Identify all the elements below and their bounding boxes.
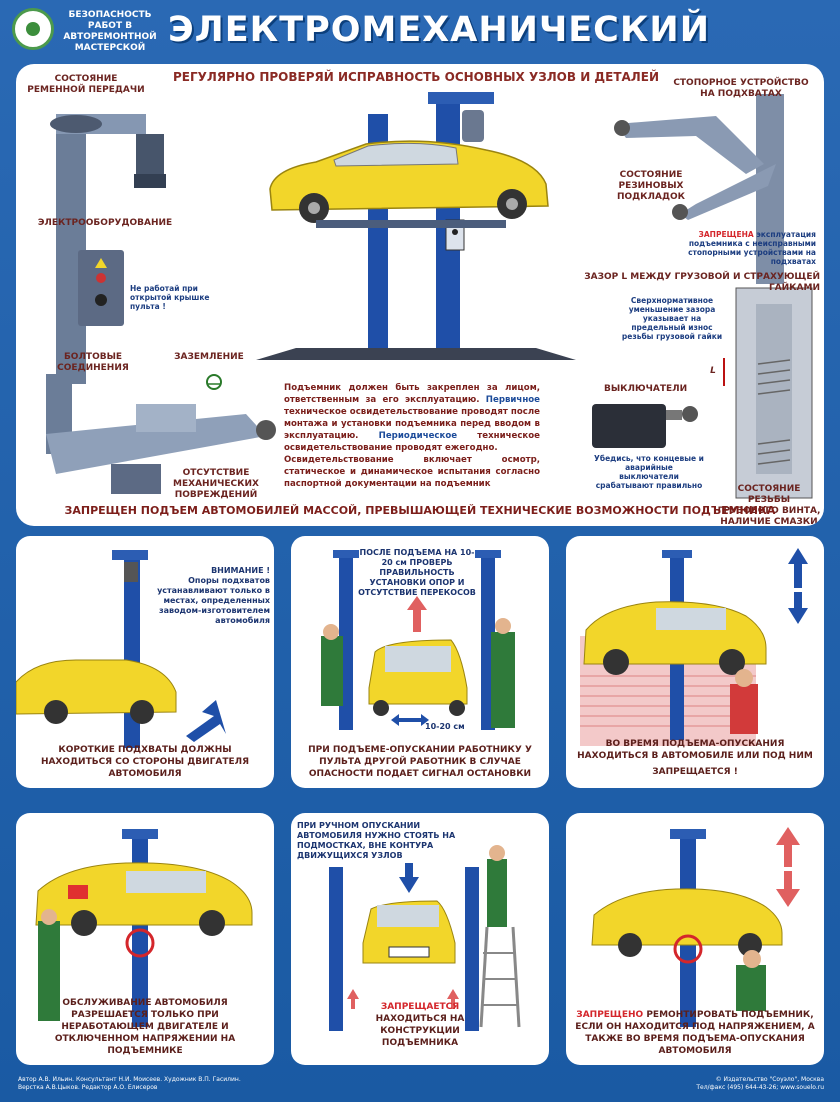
note-switches: Убедись, что концевые и аварийные выключ… [594, 454, 704, 490]
panel-6-illustration [591, 827, 800, 1027]
panel-3-illustration [580, 548, 808, 746]
panel-2-illustration [321, 550, 515, 730]
label-rubber: СОСТОЯНИЕ РЕЗИНОВЫХ ПОДКЛАДОК [616, 170, 686, 202]
panel-5-note: ПРИ РУЧНОМ ОПУСКАНИИ АВТОМОБИЛЯ НУЖНО СТ… [297, 821, 456, 860]
series-subtitle: БЕЗОПАСНОСТЬ РАБОТ В АВТОРЕМОНТНОЙ МАСТЕ… [63, 10, 157, 53]
label-stopper: СТОПОРНОЕ УСТРОЙСТВО НА ПОДХВАТАХ [673, 78, 809, 99]
panel-check-supports: ПОСЛЕ ПОДЪЕМА НА 10-20 см ПРОВЕРЬ ПРАВИЛ… [291, 536, 549, 788]
panel-2-caption: ПРИ ПОДЪЕМЕ-ОПУСКАНИИ РАБОТНИКУ У ПУЛЬТА… [308, 745, 532, 779]
gap-l-mark: L [710, 366, 716, 376]
responsibility-text: Подъемник должен быть закреплен за лицом… [284, 383, 540, 489]
label-belt: СОСТОЯНИЕ РЕМЕННОЙ ПЕРЕДАЧИ [27, 74, 145, 95]
inspection-panel: РЕГУЛЯРНО ПРОВЕРЯЙ ИСПРАВНОСТЬ ОСНОВНЫХ … [16, 64, 824, 526]
panel-service: ОБСЛУЖИВАНИЕ АВТОМОБИЛЯ РАЗРЕШАЕТСЯ ТОЛЬ… [16, 813, 274, 1065]
label-switches: ВЫКЛЮЧАТЕЛИ [604, 384, 688, 394]
credits: Автор А.В. Ильин. Консультант Н.И. Моисе… [18, 1076, 241, 1091]
panel-1-note: Опоры подхватов устанавливают только в м… [157, 576, 270, 625]
inspection-heading: РЕГУЛЯРНО ПРОВЕРЯЙ ИСПРАВНОСТЬ ОСНОВНЫХ … [173, 70, 659, 84]
panel-5-caption: ЗАПРЕЩАЕТСЯ НАХОДИТЬСЯ НА КОНСТРУКЦИИ ПО… [375, 1002, 465, 1048]
panel-4-illustration [35, 829, 253, 1027]
panel-2-note: ПОСЛЕ ПОДЪЕМА НА 10-20 см ПРОВЕРЬ ПРАВИЛ… [358, 548, 476, 597]
note-no-work: Не работай при открытой крышке пульта ! [130, 284, 210, 311]
label-gap: ЗАЗОР L МЕЖДУ ГРУЗОВОЙ И СТРАХУЮЩЕЙ ГАЙК… [584, 272, 820, 293]
note-stopper-forbidden: ЗАПРЕЩЕНА эксплуатация подъемника с неис… [688, 230, 816, 266]
label-ground: ЗАЗЕМЛЕНИЕ [174, 352, 244, 362]
panel-5-illustration [329, 845, 521, 1031]
publisher-info: © Издательство "Соуэло", Москва Тел/факс… [696, 1076, 824, 1091]
label-screw: СОСТОЯНИЕ РЕЗЬБЫ ГРУЗОВОГО ВИНТА, НАЛИЧИ… [717, 484, 821, 526]
label-electro: ЭЛЕКТРООБОРУДОВАНИЕ [37, 218, 173, 228]
publisher-logo [12, 8, 54, 50]
label-no-damage: ОТСУТСТВИЕ МЕХАНИЧЕСКИХ ПОВРЕЖДЕНИЙ [173, 468, 259, 500]
panel-no-stay: ВО ВРЕМЯ ПОДЪЕМА-ОПУСКАНИЯ НАХОДИТЬСЯ В … [566, 536, 824, 788]
mass-warning: ЗАПРЕЩЕН ПОДЪЕМ АВТОМОБИЛЕЙ МАССОЙ, ПРЕВ… [64, 504, 776, 517]
lift-illustration [46, 92, 813, 499]
panel-manual-lowering: ПРИ РУЧНОМ ОПУСКАНИИ АВТОМОБИЛЯ НУЖНО СТ… [291, 813, 549, 1065]
panel-4-caption: ОБСЛУЖИВАНИЕ АВТОМОБИЛЯ РАЗРЕШАЕТСЯ ТОЛЬ… [54, 998, 236, 1056]
note-gap: Сверхнормативное уменьшение зазора указы… [621, 296, 723, 341]
panel-no-repair: ЗАПРЕЩЕНО РЕМОНТИРОВАТЬ ПОДЪЕМНИК, ЕСЛИ … [566, 813, 824, 1065]
panel-1-illustration [16, 550, 226, 748]
panel-2-dimension: 10-20 см [425, 722, 465, 731]
panel-1-attention: ВНИМАНИЕ ! [211, 566, 270, 575]
panel-3-caption: ВО ВРЕМЯ ПОДЪЕМА-ОПУСКАНИЯ НАХОДИТЬСЯ В … [577, 739, 813, 761]
header: БЕЗОПАСНОСТЬ РАБОТ В АВТОРЕМОНТНОЙ МАСТЕ… [0, 0, 840, 102]
label-bolts: БОЛТОВЫЕ СОЕДИНЕНИЯ [57, 352, 129, 373]
panel-6-caption: ЗАПРЕЩЕНО РЕМОНТИРОВАТЬ ПОДЪЕМНИК, ЕСЛИ … [575, 1010, 815, 1056]
panel-1-caption: КОРОТКИЕ ПОДХВАТЫ ДОЛЖНЫ НАХОДИТЬСЯ СО С… [40, 745, 250, 779]
panel-short-arms: ВНИМАНИЕ ! Опоры подхватов устанавливают… [16, 536, 274, 788]
panel-3-forbid: ЗАПРЕЩАЕТСЯ ! [652, 767, 738, 777]
